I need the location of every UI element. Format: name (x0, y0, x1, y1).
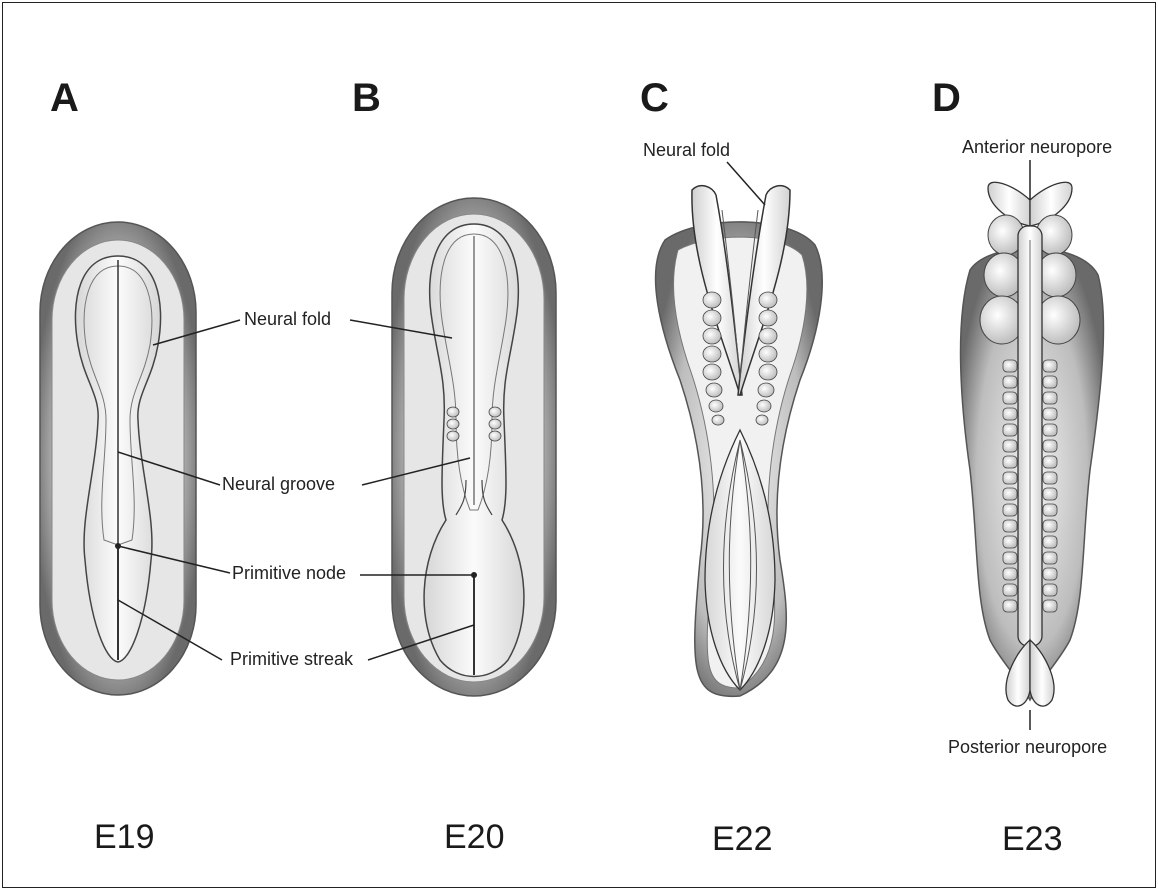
label-neural-fold-c: Neural fold (643, 140, 730, 161)
label-posterior-neuropore: Posterior neuropore (948, 737, 1107, 758)
label-neural-fold: Neural fold (244, 309, 331, 330)
label-primitive-streak: Primitive streak (230, 649, 353, 670)
leader-lines (118, 160, 1030, 730)
panel-letter-b: B (352, 76, 380, 121)
panel-letter-a: A (50, 76, 78, 121)
panel-letter-c: C (640, 76, 668, 121)
stage-label-e20: E20 (444, 818, 505, 857)
stage-label-e19: E19 (94, 818, 155, 857)
label-anterior-neuropore: Anterior neuropore (962, 137, 1112, 158)
embryo-e19 (40, 222, 196, 695)
embryo-e22 (656, 186, 823, 697)
embryo-e20 (392, 198, 556, 696)
embryo-e23 (961, 182, 1104, 706)
stage-label-e22: E22 (712, 820, 773, 859)
panel-letter-d: D (932, 76, 960, 121)
label-neural-groove: Neural groove (222, 474, 335, 495)
label-primitive-node: Primitive node (232, 563, 346, 584)
stage-label-e23: E23 (1002, 820, 1063, 859)
